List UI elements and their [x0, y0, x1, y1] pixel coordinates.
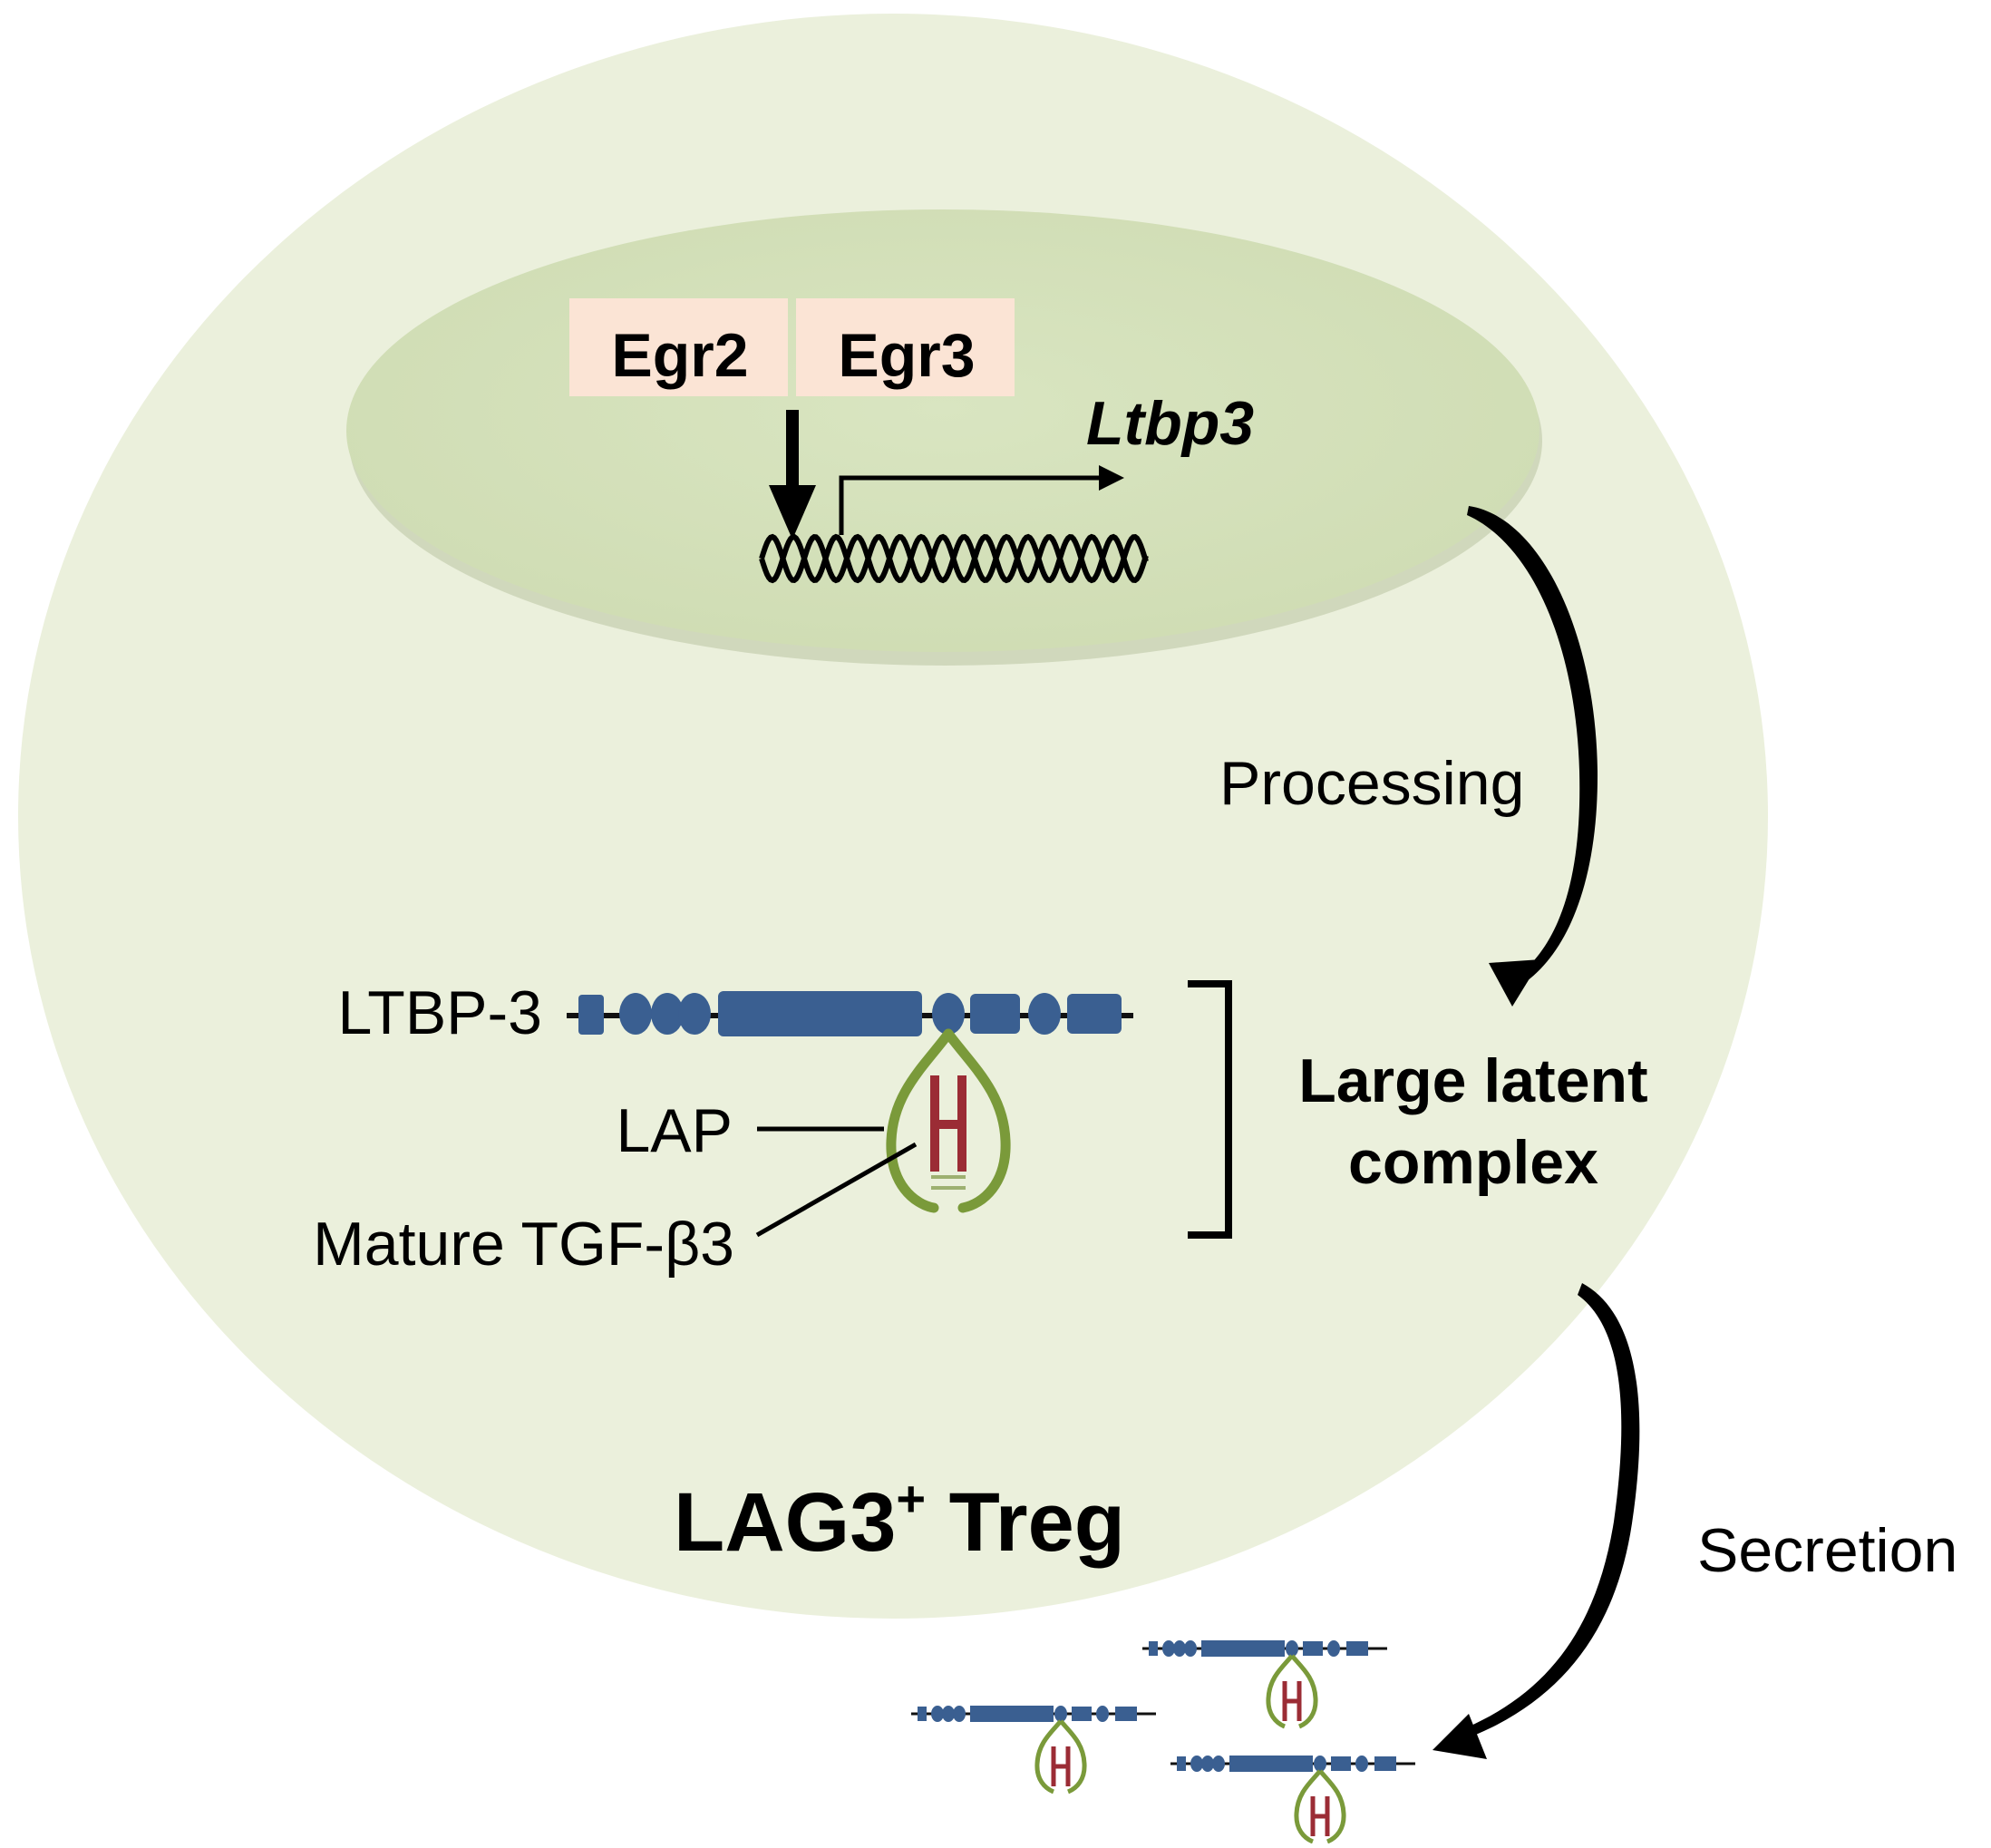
lap-label: LAP: [616, 1096, 733, 1165]
mature-tgf-label: Mature TGF-β3: [313, 1210, 734, 1279]
complex-name-line-1: Large latent: [1298, 1046, 1647, 1115]
secreted-complex: [911, 1706, 1156, 1792]
binding-arrow: [769, 410, 816, 540]
egr2-box: [569, 298, 788, 396]
cell-type-suffix: Treg: [926, 1476, 1125, 1569]
egr3-box: [796, 298, 1015, 396]
secretion-arrow: [1433, 1283, 1640, 1759]
processing-arrow: [1467, 506, 1598, 1007]
cell-type-label: LAG3+ Treg: [674, 1470, 1125, 1569]
secretion-label: Secretion: [1697, 1516, 1957, 1585]
complex-bracket: [1188, 980, 1232, 1239]
dna-helix: [759, 533, 1149, 584]
secreted-complexes: [911, 1640, 1415, 1842]
complex-name-line-2: complex: [1348, 1128, 1598, 1197]
ltbp3-domains: [578, 991, 1122, 1036]
secreted-complex: [1142, 1640, 1387, 1726]
egr2-label: Egr2: [611, 321, 748, 390]
mature-leader-line: [755, 1142, 918, 1238]
cell-type-main: LAG3: [674, 1476, 896, 1569]
processing-label: Processing: [1219, 749, 1524, 818]
secreted-complex: [1170, 1756, 1415, 1842]
mature-tgf-beta3-dimer: [930, 1075, 966, 1172]
nucleus: [346, 209, 1539, 652]
egr3-label: Egr3: [838, 321, 975, 390]
transcription-start-arrow: [839, 465, 1124, 535]
large-latent-complex: [567, 991, 1133, 1213]
lap-shape: [886, 1028, 1011, 1213]
ltbp3-label: LTBP-3: [338, 978, 542, 1047]
cell-type-superscript: +: [896, 1470, 926, 1527]
ltbp3-gene-label: Ltbp3: [1086, 389, 1254, 458]
